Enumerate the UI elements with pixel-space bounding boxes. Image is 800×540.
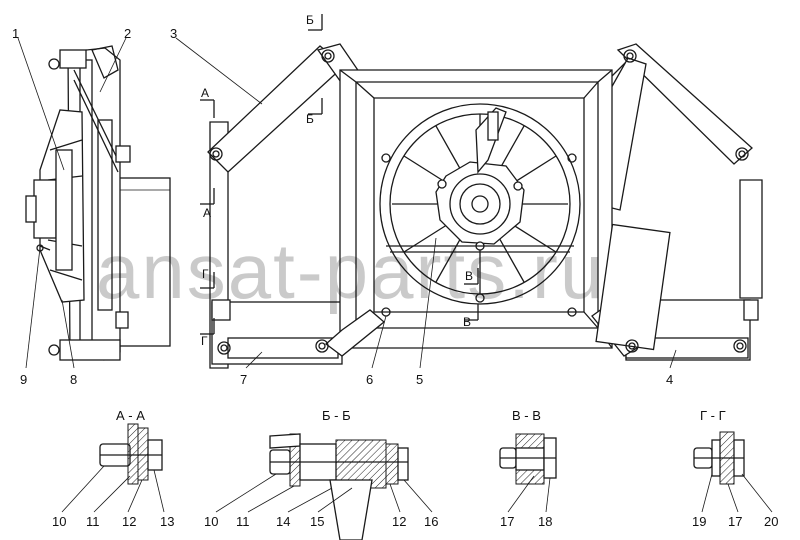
callout-leaders: [17, 37, 677, 369]
callout-1: 1: [12, 26, 19, 41]
watermark-text: ansat-parts.ru: [96, 227, 605, 315]
cut-mark-a-top: А: [201, 86, 209, 100]
section-bb-label-1: 10: [204, 514, 218, 529]
cut-mark-v-bottom: В: [463, 315, 471, 329]
section-bb: Б - Б 10 11 14 15 12 16: [204, 408, 438, 540]
callout-4: 4: [666, 372, 673, 387]
section-gg-title: Г - Г: [700, 408, 726, 423]
section-aa-label-1: 10: [52, 514, 66, 529]
section-aa: А - А 10 11 12 13: [52, 408, 174, 529]
section-vv-label-2: 18: [538, 514, 552, 529]
section-vv: В - В 17 18: [499, 408, 557, 529]
section-gg-label-3: 20: [764, 514, 778, 529]
cut-mark-a-bottom: А: [203, 206, 211, 220]
callout-8: 8: [70, 372, 77, 387]
side-view: [25, 45, 171, 361]
section-bb-label-3: 14: [276, 514, 290, 529]
section-bb-label-4: 15: [310, 514, 324, 529]
section-aa-label-2: 11: [86, 514, 100, 529]
front-view: [207, 43, 763, 369]
section-aa-label-4: 13: [160, 514, 174, 529]
section-gg: Г - Г 19 17 20: [692, 408, 778, 529]
section-gg-label-2: 17: [728, 514, 742, 529]
section-bb-label-5: 12: [392, 514, 406, 529]
section-vv-label-1: 17: [500, 514, 514, 529]
callout-2: 2: [124, 26, 131, 41]
section-bb-label-2: 11: [236, 514, 250, 529]
callout-7: 7: [240, 372, 247, 387]
section-aa-title: А - А: [116, 408, 145, 423]
section-bb-title: Б - Б: [322, 408, 351, 423]
cut-mark-b-bottom: Б: [306, 112, 314, 126]
callout-6: 6: [366, 372, 373, 387]
cut-mark-g-top: Г: [202, 267, 209, 281]
section-vv-title: В - В: [512, 408, 541, 423]
callout-5: 5: [416, 372, 423, 387]
section-bb-label-6: 16: [424, 514, 438, 529]
callout-3: 3: [170, 26, 177, 41]
callout-numbers: 1 2 3 4 5 6 7 8 9: [12, 26, 673, 387]
section-aa-label-3: 12: [122, 514, 136, 529]
bolt-holes: [209, 49, 749, 355]
section-gg-label-1: 19: [692, 514, 706, 529]
cut-mark-g-bottom: Г: [201, 334, 208, 348]
cut-mark-v-top: В: [465, 269, 473, 283]
cut-mark-b-top: Б: [306, 13, 314, 27]
callout-9: 9: [20, 372, 27, 387]
section-cut-marks: А А Б Б В В Г Г: [200, 13, 479, 348]
